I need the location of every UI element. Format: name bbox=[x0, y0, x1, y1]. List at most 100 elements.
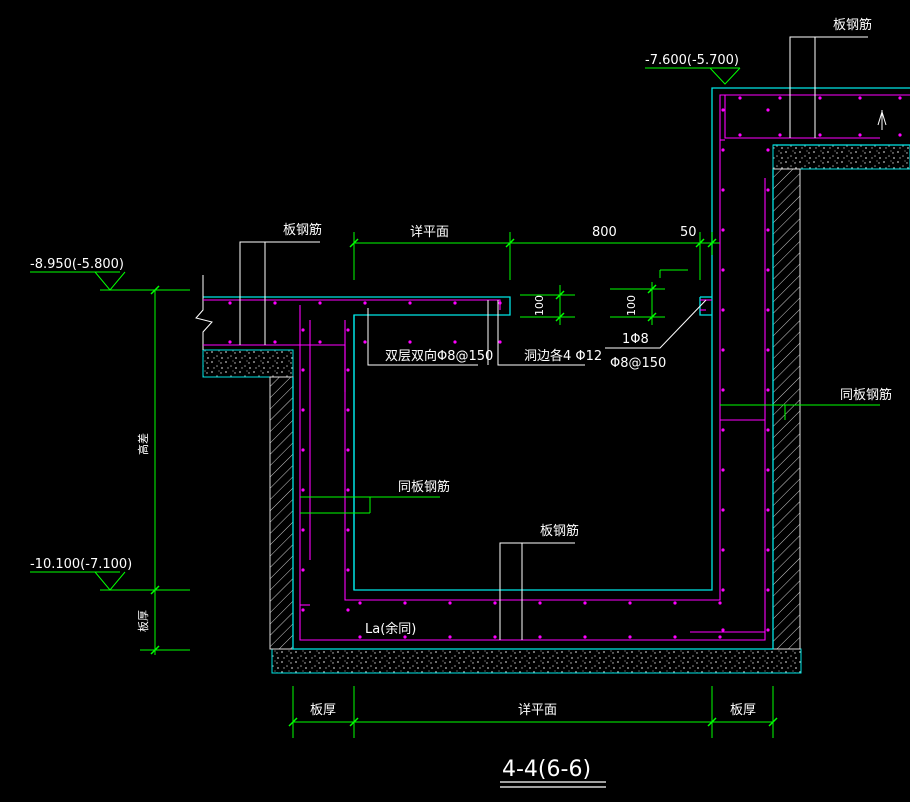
rebar-dot bbox=[301, 608, 305, 612]
rebar-dot bbox=[673, 601, 677, 605]
rebar-dot bbox=[228, 340, 232, 344]
rebar-dot bbox=[301, 408, 305, 412]
rebar-dot bbox=[301, 328, 305, 332]
rebar-dot bbox=[493, 601, 497, 605]
dim-height-diff: 高差 bbox=[136, 433, 150, 455]
rebar-dot bbox=[738, 96, 742, 100]
rebar-dot bbox=[721, 388, 725, 392]
rebar-dot bbox=[358, 601, 362, 605]
rebar-dot bbox=[721, 508, 725, 512]
rebar-dot bbox=[448, 601, 452, 605]
rebar-dot bbox=[766, 188, 770, 192]
rebar-dot bbox=[301, 488, 305, 492]
label-same-rebar-left: 同板钢筋 bbox=[398, 479, 450, 495]
rebar-lines bbox=[203, 94, 910, 641]
rebar-dot bbox=[766, 388, 770, 392]
rebar-dot bbox=[408, 301, 412, 305]
label-slab-rebar-top-right: 板钢筋 bbox=[833, 17, 872, 33]
rebar-dot bbox=[721, 348, 725, 352]
rebar-dot bbox=[408, 340, 412, 344]
rebar-dot bbox=[766, 148, 770, 152]
concrete-outline bbox=[203, 87, 910, 650]
rebar-dot bbox=[346, 408, 350, 412]
dimension-lines bbox=[30, 67, 880, 738]
rebar-dot bbox=[858, 96, 862, 100]
rebar-dot bbox=[721, 268, 725, 272]
rebar-dot bbox=[583, 635, 587, 639]
rebar-dot bbox=[766, 628, 770, 632]
rebar-dots bbox=[228, 96, 902, 639]
rebar-dot bbox=[453, 301, 457, 305]
rebar-dot bbox=[448, 635, 452, 639]
rebar-dot bbox=[766, 308, 770, 312]
gravel-bed-right bbox=[772, 144, 910, 170]
rebar-dot bbox=[346, 328, 350, 332]
rebar-dot bbox=[628, 601, 632, 605]
label-bar-1: 1Φ8 bbox=[622, 332, 649, 347]
hatch-wall-left bbox=[269, 376, 294, 650]
rebar-dot bbox=[346, 448, 350, 452]
rebar-dot bbox=[346, 368, 350, 372]
rebar-dot bbox=[898, 96, 902, 100]
rebar-dot bbox=[403, 635, 407, 639]
rebar-dot bbox=[721, 428, 725, 432]
rebar-dot bbox=[301, 528, 305, 532]
elevation-right-top: -7.600(-5.700) bbox=[645, 53, 739, 68]
dim-plan-detail-bottom: 详平面 bbox=[518, 703, 557, 718]
rebar-dot bbox=[778, 96, 782, 100]
rebar-dot bbox=[673, 635, 677, 639]
rebar-dot bbox=[721, 468, 725, 472]
label-slab-rebar-left: 板钢筋 bbox=[283, 222, 322, 238]
rebar-dot bbox=[858, 133, 862, 137]
rebar-dot bbox=[766, 508, 770, 512]
rebar-dot bbox=[721, 188, 725, 192]
dim-slab-thickness-vertical: 板厚 bbox=[136, 610, 150, 632]
rebar-dot bbox=[718, 601, 722, 605]
rebar-dot bbox=[766, 468, 770, 472]
rebar-dot bbox=[721, 588, 725, 592]
rebar-dot bbox=[721, 228, 725, 232]
rebar-dot bbox=[766, 348, 770, 352]
rebar-dot bbox=[898, 133, 902, 137]
gravel-bed-left bbox=[202, 349, 294, 378]
rebar-dot bbox=[228, 301, 232, 305]
rebar-dot bbox=[498, 340, 502, 344]
dim-right-thickness: 板厚 bbox=[730, 703, 756, 718]
rebar-dot bbox=[346, 528, 350, 532]
label-bar-2: Φ8@150 bbox=[610, 356, 666, 371]
label-double-layer: 双层双向Φ8@150 bbox=[385, 348, 493, 364]
rebar-dot bbox=[273, 340, 277, 344]
rebar-dot bbox=[766, 108, 770, 112]
rebar-dot bbox=[301, 368, 305, 372]
rebar-dot bbox=[818, 96, 822, 100]
rebar-dot bbox=[766, 588, 770, 592]
hatch-wall-right bbox=[772, 168, 801, 650]
rebar-dot bbox=[358, 635, 362, 639]
label-same-rebar-right: 同板钢筋 bbox=[840, 387, 892, 403]
label-hole-edge: 洞边各4 Φ12 bbox=[524, 348, 602, 364]
rebar-dot bbox=[721, 628, 725, 632]
gravel-bed-bottom bbox=[271, 648, 802, 674]
rebar-dot bbox=[766, 268, 770, 272]
break-line bbox=[195, 275, 213, 350]
rebar-dot bbox=[778, 133, 782, 137]
dim-span: 800 bbox=[592, 225, 617, 240]
rebar-dot bbox=[318, 301, 322, 305]
rebar-dot bbox=[721, 548, 725, 552]
elevation-left-bottom: -10.100(-7.100) bbox=[30, 557, 132, 572]
rebar-dot bbox=[403, 601, 407, 605]
dim-right-100: 100 bbox=[625, 295, 638, 316]
dim-edge: 50 bbox=[680, 225, 697, 240]
dim-left-100: 100 bbox=[533, 295, 546, 316]
rebar-dot bbox=[273, 301, 277, 305]
rebar-dot bbox=[346, 608, 350, 612]
rebar-dot bbox=[301, 568, 305, 572]
rebar-dot bbox=[363, 340, 367, 344]
dimension-ticks bbox=[150, 238, 778, 727]
rebar-dot bbox=[493, 635, 497, 639]
rebar-dot bbox=[318, 340, 322, 344]
rebar-dot bbox=[453, 340, 457, 344]
rebar-dot bbox=[766, 548, 770, 552]
rebar-dot bbox=[718, 635, 722, 639]
